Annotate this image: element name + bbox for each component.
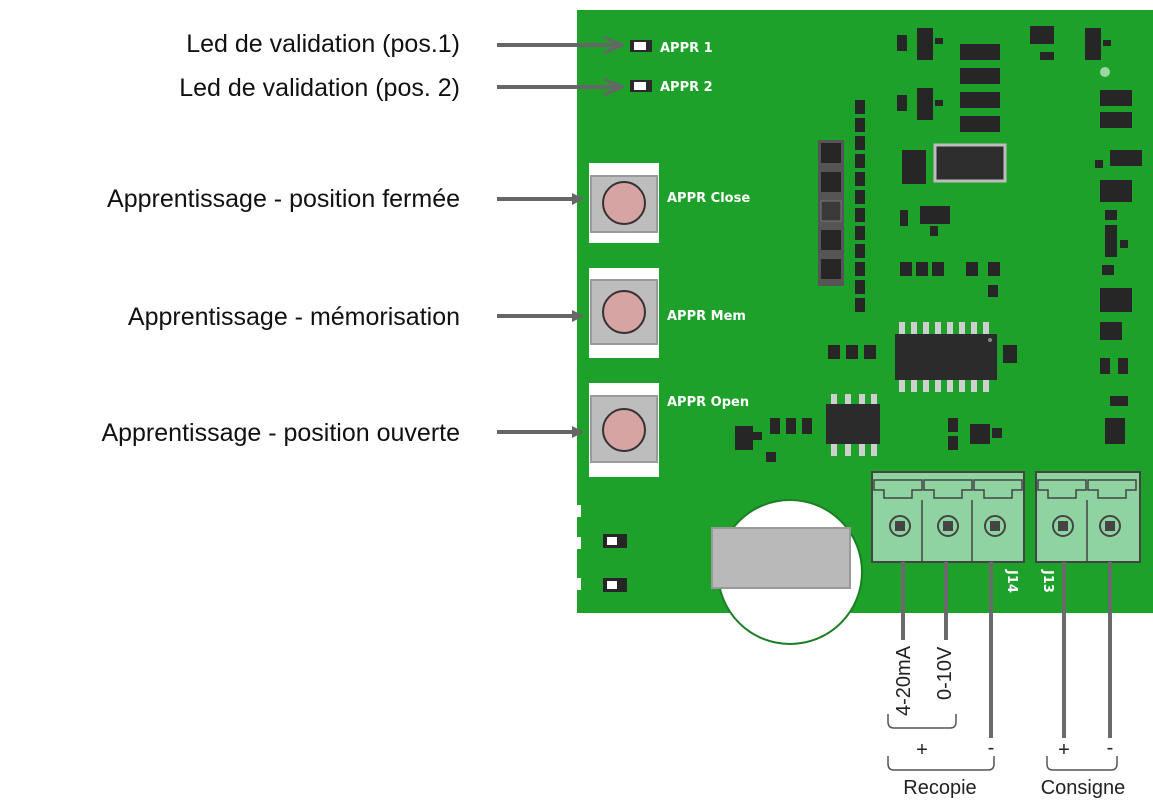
battery-holder (711, 499, 863, 645)
terminal-block-j13 (1035, 471, 1141, 563)
silk-appr-close: APPR Close (667, 191, 750, 206)
silk-appr-open: APPR Open (667, 395, 749, 410)
silk-appr2: APPR 2 (660, 80, 713, 95)
silk-appr1: APPR 1 (660, 41, 713, 56)
silk-j13: J13 (1040, 569, 1055, 593)
minus-recopie: - (988, 737, 995, 759)
callout-close: Apprentissage - position fermée (107, 185, 460, 213)
brackets (887, 714, 1118, 771)
wire-label-0-10v: 0-10V (934, 646, 956, 700)
callout-open: Apprentissage - position ouverte (101, 419, 460, 447)
ic-soic16 (895, 322, 997, 392)
minus-consigne: - (1107, 737, 1114, 759)
callout-led1: Led de validation (pos.1) (186, 30, 460, 58)
terminal-block-j14 (871, 471, 1025, 563)
plus-consigne: + (1058, 739, 1070, 761)
callout-mem: Apprentissage - mémorisation (128, 303, 460, 331)
callout-led2: Led de validation (pos. 2) (179, 74, 460, 102)
button-appr-close (589, 163, 659, 243)
plus-recopie: + (916, 739, 928, 761)
smd-components (577, 26, 1142, 592)
callout-arrows (497, 45, 622, 438)
silk-j14: J14 (1004, 569, 1019, 593)
button-appr-open (589, 383, 659, 477)
ic-soic8 (826, 394, 880, 456)
button-appr-mem (589, 268, 659, 358)
wire-label-4-20ma: 4-20mA (893, 645, 915, 716)
terminal-wires (901, 562, 1112, 738)
label-recopie: Recopie (903, 777, 976, 799)
label-consigne: Consigne (1041, 777, 1126, 799)
silk-appr-mem: APPR Mem (667, 309, 746, 324)
